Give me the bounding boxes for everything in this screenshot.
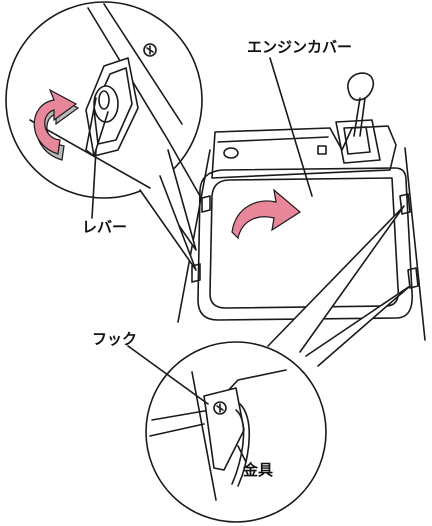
hook-frame-bar-2 xyxy=(149,423,205,437)
lever-handle xyxy=(85,97,109,157)
right-lower-hook xyxy=(407,267,419,289)
shift-boot-inner xyxy=(343,126,371,155)
rotate-arrow-icon xyxy=(33,88,80,161)
engine-cover-leader xyxy=(269,57,313,197)
hook-bolt-mark xyxy=(216,403,224,413)
left-upper-hook xyxy=(201,195,211,213)
fitting-rod-2 xyxy=(237,403,251,487)
lever-label: レバー xyxy=(82,218,128,236)
lever-frame-bar xyxy=(87,7,201,197)
shift-boot xyxy=(335,119,381,164)
lever-bolt-mark xyxy=(146,45,154,55)
lever-bolt xyxy=(143,43,157,57)
hook-label: フック xyxy=(92,330,138,348)
fitting-leader xyxy=(237,445,247,463)
fitting-label: 金具 xyxy=(243,461,274,479)
hook-bolt xyxy=(213,401,227,415)
deck-knob xyxy=(223,147,239,159)
lever-leader xyxy=(91,149,97,219)
left-frame-line xyxy=(177,149,211,323)
deck-tab xyxy=(317,145,327,155)
hook-callout-wedge xyxy=(267,205,405,353)
left-lower-hook xyxy=(191,263,201,283)
hook-callout-wedge-2 xyxy=(305,285,411,367)
deck-ridge xyxy=(217,136,329,143)
engine-cover-inner xyxy=(209,177,400,309)
hook-leader xyxy=(127,345,209,405)
lever-callout-wedge-2 xyxy=(139,175,197,271)
engine-cover-outline xyxy=(197,167,413,321)
open-arrow-icon xyxy=(231,188,302,240)
lever-frame-bar-2 xyxy=(103,3,183,125)
engine-deck xyxy=(211,125,397,179)
shift-stick xyxy=(353,97,366,137)
engine-cover-label: エンジンカバー xyxy=(247,38,353,56)
right-upper-hook xyxy=(399,193,411,215)
shift-knob xyxy=(347,72,375,101)
fitting-rod xyxy=(231,409,245,485)
hook-frame-line xyxy=(191,371,217,501)
lever-pivot-core xyxy=(98,90,110,110)
right-frame-line xyxy=(404,147,426,341)
